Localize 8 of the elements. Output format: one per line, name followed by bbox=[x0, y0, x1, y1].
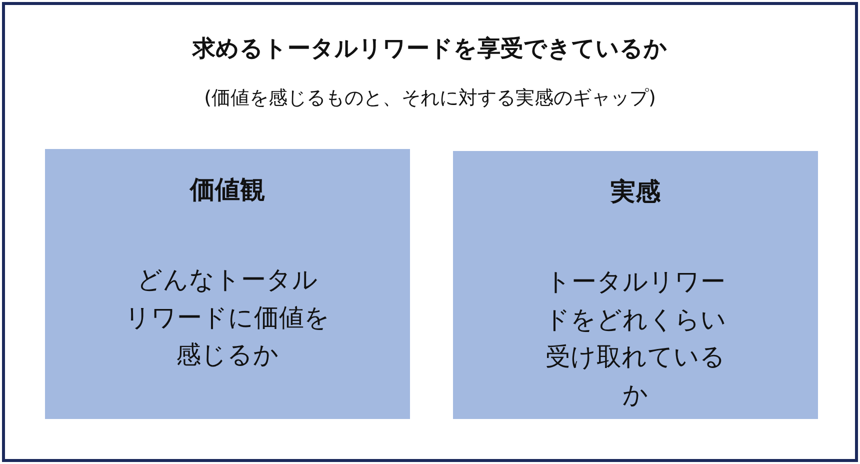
box-heading: 実感 bbox=[610, 176, 662, 208]
box-text: トータルリワードをどれくらい受け取れているか bbox=[544, 266, 728, 410]
content-box bbox=[453, 151, 818, 419]
box-heading: 価値観 bbox=[188, 174, 266, 206]
content-box bbox=[45, 149, 410, 419]
box-text: どんなトータルリワードに価値を感じるか bbox=[125, 264, 330, 371]
title: 求めるトータルリワードを享受できているか bbox=[190, 35, 668, 64]
subtitle: (価値を感じるものと、それに対する実感のギャップ) bbox=[203, 86, 657, 111]
